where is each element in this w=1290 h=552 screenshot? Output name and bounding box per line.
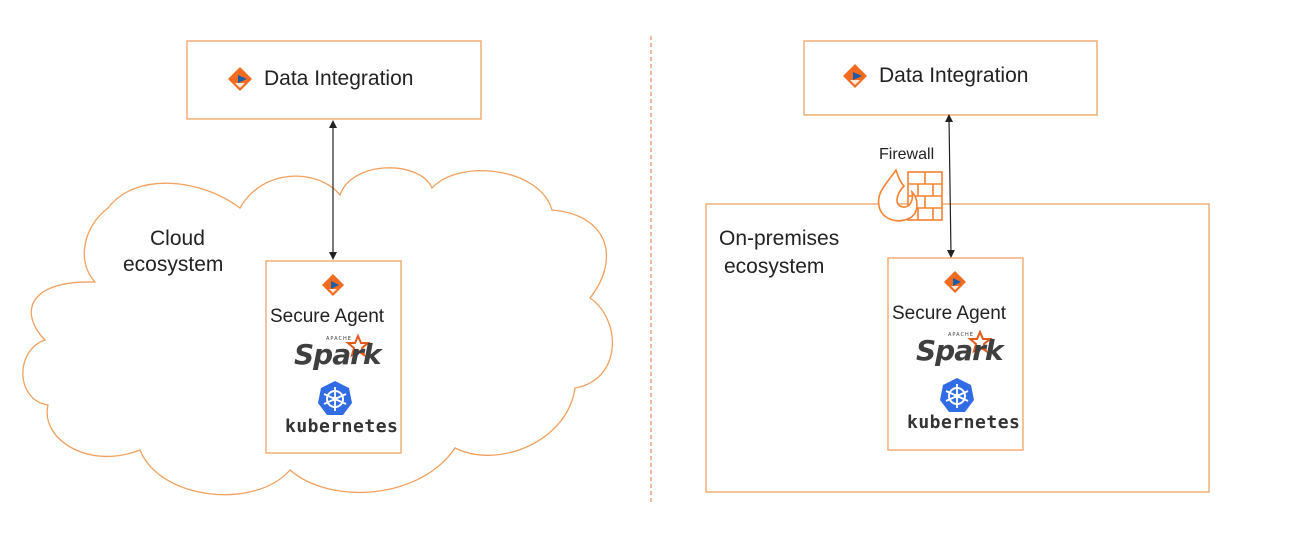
cloud-ecosystem-label-line2: ecosystem xyxy=(123,253,224,276)
left-kubernetes-logo-text: kubernetes xyxy=(285,416,399,437)
left-secure-agent-box xyxy=(265,260,402,454)
right-spark-apache-text: APACHE xyxy=(948,332,974,338)
left-agent-informatica-logo-icon xyxy=(322,274,344,296)
left-spark-star-icon xyxy=(345,333,371,358)
right-spark-star-icon xyxy=(967,329,993,354)
left-secure-agent-label: Secure Agent xyxy=(270,306,385,327)
on-premises-ecosystem-label-line2: ecosystem xyxy=(724,255,825,278)
on-premises-ecosystem-label-line1: On-premises xyxy=(719,227,840,250)
right-kubernetes-logo-text: kubernetes xyxy=(907,412,1021,433)
right-data-integration-label: Data Integration xyxy=(879,64,1029,87)
left-spark-apache-text: APACHE xyxy=(326,336,352,342)
right-spark-logo-text: Spark xyxy=(916,334,1004,367)
cloud-ecosystem-label-line1: Cloud xyxy=(150,227,205,250)
firewall-label: Firewall xyxy=(879,146,935,163)
firewall-icon xyxy=(877,168,943,222)
right-kubernetes-helm-icon xyxy=(940,378,974,412)
cloud-shape xyxy=(22,167,614,496)
left-spark-logo-text: Spark xyxy=(294,338,382,371)
left-kubernetes-helm-icon xyxy=(318,381,352,415)
right-connection-arrow xyxy=(945,114,955,258)
right-agent-informatica-logo-icon xyxy=(944,271,966,293)
right-secure-agent-label: Secure Agent xyxy=(892,303,1007,324)
right-top-informatica-logo-icon xyxy=(843,64,867,88)
left-data-integration-label: Data Integration xyxy=(264,67,414,90)
left-top-informatica-logo-icon xyxy=(228,67,252,91)
